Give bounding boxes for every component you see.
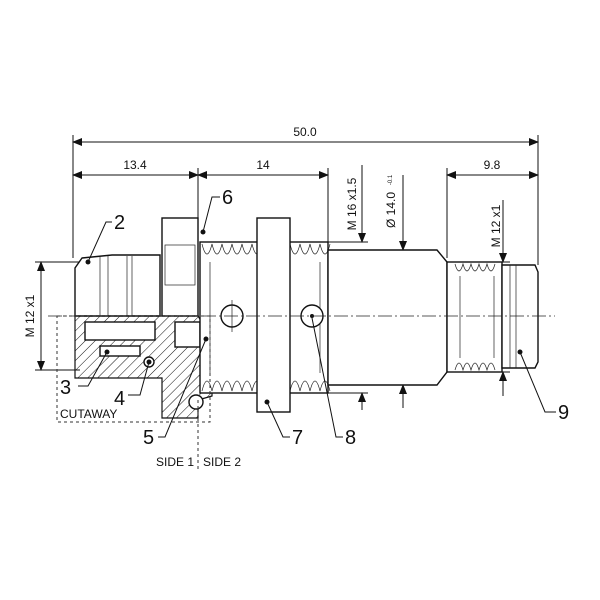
dimension-right-thread-label: M 12 x1 xyxy=(489,204,503,247)
dimension-body-diameter: Ø 14.0 -0.1 xyxy=(384,174,407,408)
dimension-side1-label: 13.4 xyxy=(123,158,147,172)
callout-3: 3 xyxy=(60,377,71,399)
callout-4: 4 xyxy=(114,388,125,410)
callout-2: 2 xyxy=(114,212,125,234)
callout-5: 5 xyxy=(143,427,154,449)
dimension-left-thread: M 12 x1 xyxy=(23,261,80,371)
cutaway-label: CUTAWAY xyxy=(60,407,117,421)
o-ring xyxy=(188,394,204,410)
callout-8: 8 xyxy=(345,427,356,449)
dimension-left-thread-label: M 12 x1 xyxy=(23,294,37,337)
cutaway-box xyxy=(56,315,211,423)
dimension-thread-length: 14 xyxy=(197,158,329,179)
side2-label: SIDE 2 xyxy=(203,455,241,469)
callout-leaders xyxy=(78,196,556,438)
dimension-rear: 9.8 xyxy=(446,158,539,179)
dimension-overall-label: 50.0 xyxy=(293,125,317,139)
connector-body xyxy=(74,217,539,419)
dimension-overall: 50.0 xyxy=(72,125,539,146)
side1-label: SIDE 1 xyxy=(156,455,194,469)
dimension-body-diameter-label: Ø 14.0 xyxy=(384,192,398,228)
dimension-right-thread: M 12 x1 xyxy=(489,200,510,396)
callout-9: 9 xyxy=(558,402,569,424)
callout-7: 7 xyxy=(292,427,303,449)
callout-6: 6 xyxy=(222,187,233,209)
dimension-side1: 13.4 xyxy=(72,158,199,179)
dimension-main-thread-label: M 16 x1.5 xyxy=(345,177,359,230)
dimension-rear-label: 9.8 xyxy=(484,158,501,172)
dimension-body-diameter-tolerance: -0.1 xyxy=(388,174,394,185)
dimension-thread-length-label: 14 xyxy=(256,158,270,172)
